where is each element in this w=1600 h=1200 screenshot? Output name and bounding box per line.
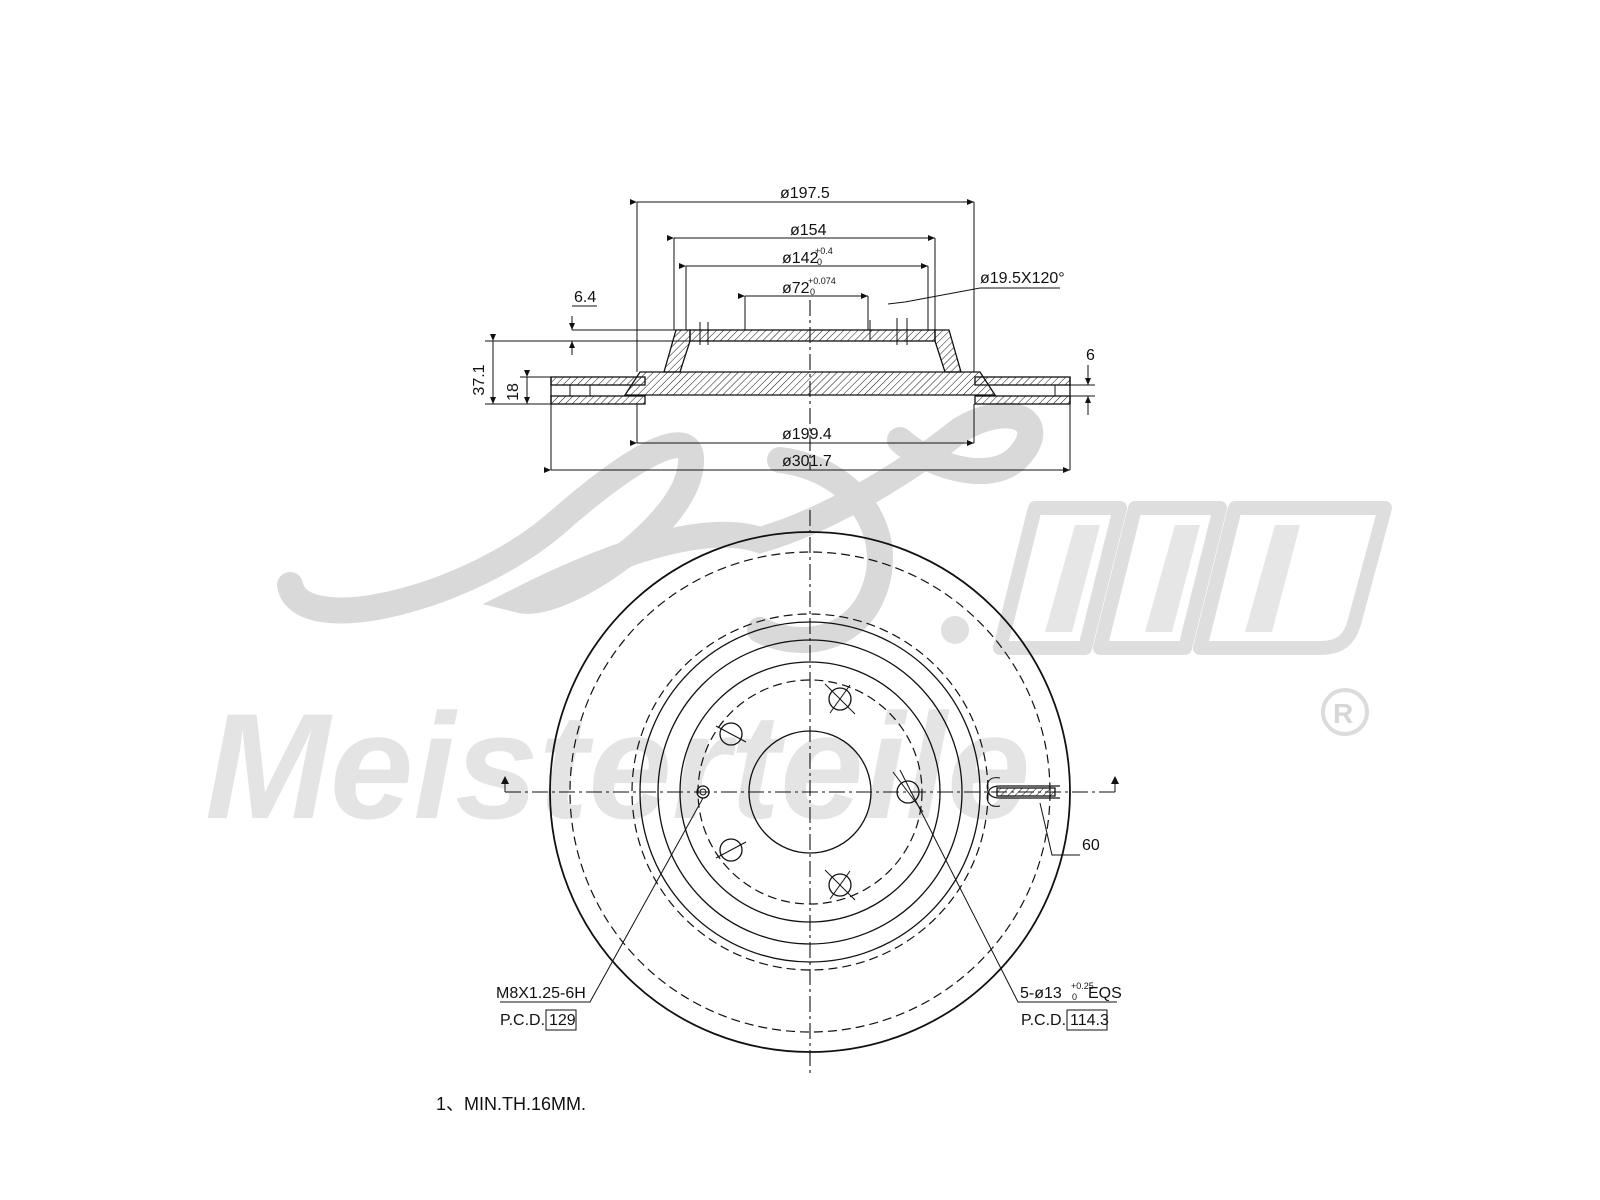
section-view: ø197.5 ø154 ø142 +0.4 0 ø72 +0.074 0 ø19… <box>471 185 1095 473</box>
hat-flange <box>623 371 997 396</box>
ring-right-bottom <box>974 395 1071 405</box>
balance-slot <box>986 777 1060 807</box>
hat-wall-left <box>663 329 691 373</box>
ring-left-top <box>550 376 646 386</box>
bolt-hole <box>824 683 856 715</box>
label-holes: 5-ø13 <box>1020 985 1062 1002</box>
label-pcd-small-value: 129 <box>549 1012 576 1029</box>
pcd-circle <box>697 679 923 905</box>
watermark-registered: R <box>1333 698 1353 729</box>
watermark-brand: Meisterteile <box>205 682 1030 850</box>
dim-d142-tol-upper: +0.4 <box>815 246 833 256</box>
watermark-swoosh-2 <box>747 447 893 653</box>
dim-d142-tol-lower: 0 <box>817 257 822 267</box>
pcd-large-box <box>1066 1009 1108 1031</box>
bolt-hole <box>715 838 747 862</box>
hat-wall-right <box>934 329 962 373</box>
center-bore <box>748 730 872 854</box>
dim-d72-tol-lower: 0 <box>810 287 815 297</box>
leader-holes <box>899 769 1117 1003</box>
dim-d72: ø72 <box>782 280 810 297</box>
front-view: 60 M8X1.25-6H P.C.D. 129 5-ø13 +0.25 0 E… <box>496 510 1122 1075</box>
disc-outer-edge <box>549 531 1071 1053</box>
dim-d142: ø142 <box>782 250 819 267</box>
note-min-thickness: 1、MIN.TH.16MM. <box>436 1094 586 1114</box>
dim-d72-tol-upper: +0.074 <box>808 276 836 286</box>
ring-left-bottom <box>550 395 646 405</box>
dim-chamfer: ø19.5X120° <box>980 270 1065 287</box>
leader-slot <box>1039 802 1080 856</box>
hat-inner-circle <box>679 661 941 923</box>
watermark: Meisterteile R <box>205 402 1392 850</box>
watermark-registered-circle <box>1321 688 1369 736</box>
hat-top-plate <box>689 329 936 342</box>
dim-rim: 6 <box>1086 347 1095 364</box>
dim-d154: ø154 <box>790 222 827 239</box>
leader-thread <box>500 797 704 1003</box>
dim-d197: ø197.5 <box>780 185 830 202</box>
dim-d199: ø199.4 <box>782 426 832 443</box>
pcd-small-box <box>545 1009 577 1031</box>
label-slot-angle: 60 <box>1082 837 1100 854</box>
watermark-dot <box>941 616 969 644</box>
dim-total-height: 37.1 <box>471 364 488 395</box>
bolt-holes <box>715 683 924 901</box>
label-holes-tol-upper: +0.25 <box>1071 981 1094 991</box>
watermark-stripes <box>993 501 1392 655</box>
hat-outer-circle <box>639 621 981 963</box>
ring-right-top <box>974 376 1071 386</box>
bolt-hole <box>715 722 747 746</box>
hat-circle-154 <box>657 639 963 945</box>
label-holes-suffix: EQS <box>1088 985 1122 1002</box>
label-pcd-large: P.C.D. <box>1021 1012 1066 1029</box>
dim-d301: ø301.7 <box>782 453 832 470</box>
watermark-swoosh <box>277 402 1044 624</box>
dim-hat-thickness: 6.4 <box>574 289 596 306</box>
dim-disc-thickness: 18 <box>505 383 522 401</box>
label-pcd-large-value: 114.3 <box>1070 1012 1109 1029</box>
label-thread: M8X1.25-6H <box>496 985 586 1002</box>
label-pcd-small: P.C.D. <box>500 1012 545 1029</box>
bolt-hole <box>824 869 856 901</box>
label-holes-tol-lower: 0 <box>1072 992 1077 1002</box>
